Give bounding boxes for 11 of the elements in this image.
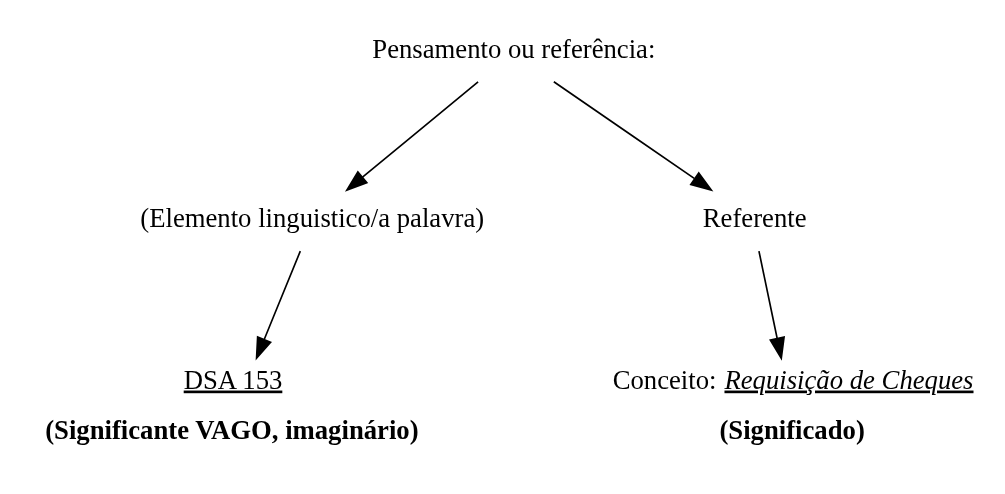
arrow: [344, 80, 479, 192]
arrow: [758, 250, 786, 361]
node-text: Referente: [702, 202, 807, 233]
node-label: (Significante VAGO, imaginário): [45, 414, 419, 445]
node-label: (Significado): [719, 414, 865, 445]
arrow: [255, 250, 302, 361]
node-text: DSA 153: [183, 364, 283, 395]
node-text: (Elemento linguistico/a palavra): [140, 202, 485, 233]
node-text: Pensamento ou referência:: [372, 34, 656, 65]
arrow: [553, 80, 714, 192]
node-text: Conceito: Requisição de Cheques: [612, 364, 974, 395]
